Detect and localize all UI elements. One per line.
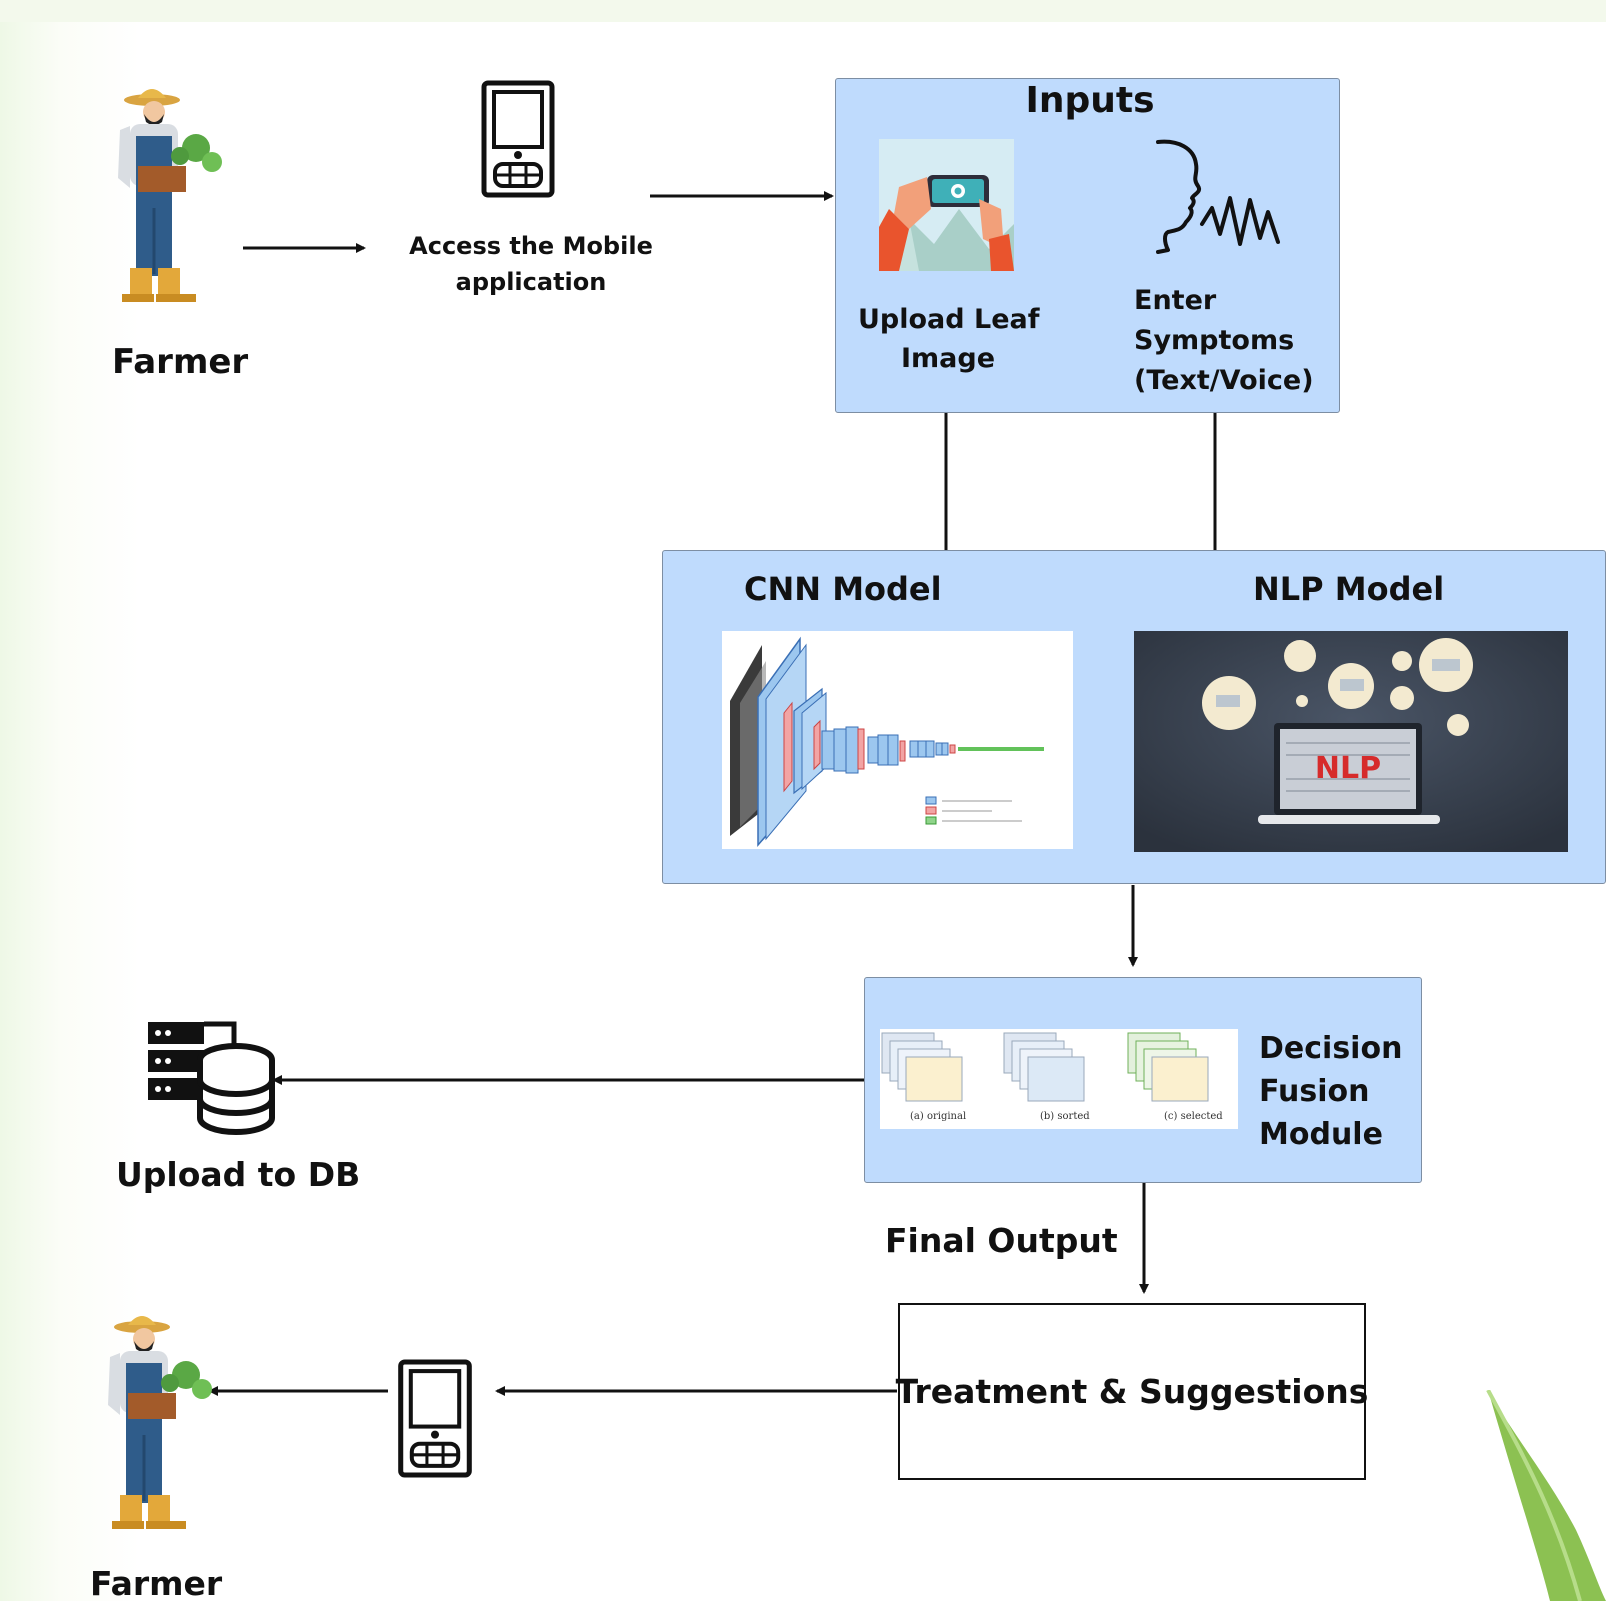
- fusion-caption-original: (a) original: [910, 1111, 967, 1122]
- aloe-leaf-decoration: [1486, 1390, 1606, 1601]
- inputs-title: Inputs: [1025, 80, 1155, 121]
- fusion-line3: Module: [1259, 1117, 1383, 1152]
- nlp-model-title: NLP Model: [1253, 570, 1445, 608]
- mobile-phone-icon: [481, 80, 555, 198]
- fusion-figure-stacks: [881, 1032, 1209, 1102]
- upload-leaf-line1: Upload Leaf: [858, 304, 1040, 335]
- cnn-model-title: CNN Model: [744, 570, 942, 608]
- mobile-access-line1: Access the Mobile: [409, 232, 653, 260]
- symptoms-line3: (Text/Voice): [1134, 365, 1314, 396]
- final-output-label: Final Output: [885, 1221, 1118, 1260]
- fusion-line1: Decision: [1259, 1031, 1403, 1066]
- upload-leaf-line2: Image: [900, 343, 996, 374]
- fusion-caption-sorted: (b) sorted: [1040, 1111, 1090, 1122]
- farmer-bottom-label: Farmer: [90, 1564, 223, 1603]
- upload-leaf-image-illustration: [879, 139, 1014, 271]
- mobile-phone-icon-bottom: [398, 1359, 472, 1478]
- fusion-label: Decision Fusion Module: [1259, 1027, 1402, 1156]
- treatment-box: Treatment & Suggestions: [895, 1303, 1369, 1480]
- mobile-access-label: Access the Mobile application: [396, 228, 666, 300]
- nlp-screen-text: NLP: [1315, 751, 1381, 786]
- symptoms-line1: Enter: [1134, 285, 1217, 316]
- mobile-access-line2: application: [455, 268, 607, 296]
- symptoms-line2: Symptoms: [1134, 325, 1295, 356]
- database-server-icon: [148, 1021, 275, 1135]
- fusion-caption-selected: (c) selected: [1164, 1111, 1223, 1122]
- fusion-line2: Fusion: [1259, 1074, 1370, 1109]
- top-band: [0, 0, 1606, 22]
- farmer-bottom-illustration: [108, 1316, 212, 1529]
- fusion-figure: (a) original (b) sorted (c) selected: [880, 1029, 1238, 1129]
- treatment-label: Treatment & Suggestions: [895, 1372, 1369, 1411]
- database-label: Upload to DB: [116, 1155, 361, 1194]
- voice-speech-icon: [1156, 139, 1280, 254]
- symptoms-label: Enter Symptoms (Text/Voice): [1134, 281, 1314, 401]
- upload-leaf-label: Upload Leaf Image: [858, 300, 1040, 378]
- farmer-top-illustration: [118, 89, 222, 302]
- nlp-illustration: NLP: [1134, 631, 1568, 852]
- farmer-top-label: Farmer: [112, 342, 249, 382]
- cnn-architecture-figure: [722, 631, 1073, 849]
